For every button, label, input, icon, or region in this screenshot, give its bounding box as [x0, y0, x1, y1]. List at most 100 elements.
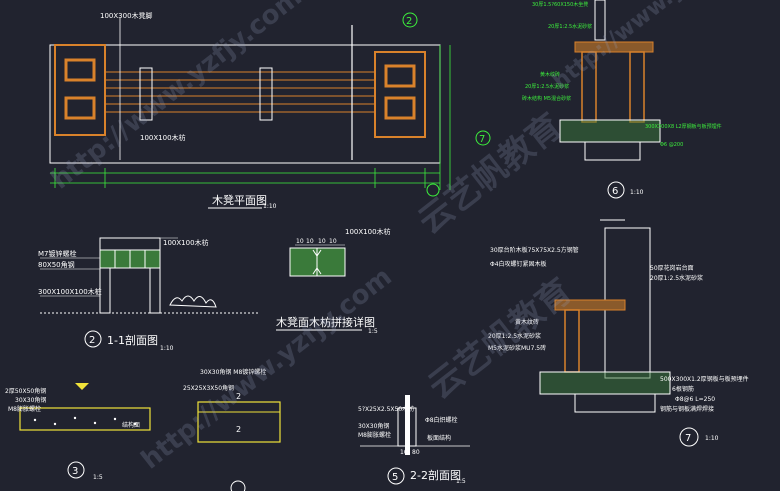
detail-mid-note-1: 30X30角钢 M8镀锌螺栓: [200, 368, 266, 376]
section-1-1-note-3: 300X100X100木桩: [38, 287, 102, 296]
plan-marker-7: 7: [479, 134, 485, 145]
section-2-2-title: 2-2剖面图: [410, 468, 461, 482]
plan-marker-2: 2: [406, 16, 412, 27]
plan-dimensions: [50, 45, 451, 190]
watermark-1: 云艺帆教育: [411, 106, 570, 242]
shrub-symbol: [169, 295, 217, 308]
detail-6-note-mid-2: 20厚1:2.5水泥砂浆: [525, 83, 569, 90]
section-1-1: 100X100木枋 M7镀锌螺栓 80X50角钢 300X100X100木桩 2…: [38, 237, 260, 352]
detail-7-left-wall: [564, 309, 580, 373]
section-2-2-note-3: M8膨胀螺栓: [358, 431, 391, 439]
detail-6-note-right-2: Φ6 @200: [660, 142, 683, 148]
plan-right-leg-top-block: [384, 64, 416, 88]
section-1-1-title: 1-1剖面图: [107, 333, 158, 347]
detail-mid-num-2: 2: [236, 425, 241, 434]
joint-dim-4: 10: [329, 238, 337, 245]
plan-dimension-circle: [426, 183, 440, 197]
detail-3-scale: 1:5: [93, 474, 103, 481]
detail-7-scale: 1:10: [705, 435, 719, 442]
detail-7: 30厚台阶木板75X75X2.5方钢管 Φ4白攻螺钉紧固木板 50厚花岗岩台面 …: [488, 219, 749, 447]
watermark-4: http://www.yzfjy.com: [136, 262, 398, 476]
plan-label-top: 100X300木凳脚: [100, 11, 153, 20]
joint-detail-scale: 1:5: [368, 328, 378, 335]
plan-marker-7-circle: [475, 130, 491, 146]
detail-mid-note-2: 25X25X3X50角钢: [183, 384, 234, 392]
section-2-2-note-1: 5?X25X2.5X50木枋: [358, 405, 414, 413]
section-2-2-note-2: 30X30角钢: [358, 422, 389, 430]
detail-6-backrest: [594, 0, 606, 41]
detail-7-note-mid-2: 20厚1:2.5水泥砂浆: [488, 332, 541, 340]
joint-detail: 10 10 10 10 100X100木枋 木凳面木枋拼接详图 1:5: [276, 227, 391, 335]
section-1-1-right-post: [149, 267, 161, 314]
plan-marker-2-circle: [402, 12, 418, 28]
section-2-2: 5?X25X2.5X50木枋 30X30角钢 M8膨胀螺栓 Φ8白炽螺栓 板面结…: [358, 395, 470, 485]
joint-detail-title: 木凳面木枋拼接详图: [276, 315, 375, 329]
detail-6-note-mid-1: 黄木纹砖: [540, 71, 560, 78]
detail-6-number: 6: [612, 186, 618, 197]
detail-6-note-top-1: 30厚1.5?60X150木坐凳: [532, 1, 588, 8]
detail-6: 30厚1.5?60X150木坐凳 20厚1:2.5水泥砂浆 黄木纹砖 20厚1:…: [522, 0, 722, 199]
detail-3-note-3: M8膨胀螺栓: [8, 405, 41, 413]
detail-mid-num-1: 2: [236, 392, 241, 401]
joint-detail-note: 100X100木枋: [345, 227, 391, 236]
detail-7-seat: [554, 299, 626, 311]
joint-dim-2: 10: [306, 238, 314, 245]
section-2-2-right-note-1: Φ8白炽螺栓: [425, 416, 458, 424]
plan-right-leg: [374, 51, 426, 138]
detail-7-note-right-1: 50厚花岗岩台面: [650, 264, 694, 272]
detail-7-base: [574, 393, 656, 413]
plan-left-leg: [54, 44, 106, 136]
detail-7-note-bottom-2: 6根钢筋: [672, 385, 694, 393]
section-2-2-scale: 1:5: [456, 478, 466, 485]
section-2-2-dim-2: 80: [412, 449, 420, 456]
detail-6-note-mid-3: 砖木结构 M5混合砂浆: [522, 95, 571, 102]
detail-7-footing: [539, 371, 671, 395]
detail-3: 2厚50X50角钢 30X30角钢 M8膨胀螺栓 结构面 3 1:5: [5, 383, 151, 481]
detail-6-seat: [574, 41, 654, 53]
detail-3-note-2: 30X30角钢: [15, 396, 46, 404]
section-1-1-number: 2: [89, 335, 95, 346]
section-1-1-note-top: 100X100木枋: [163, 238, 209, 247]
detail-7-note-top-2: Φ4白攻螺钉紧固木板: [490, 260, 547, 268]
plan-right-leg-bottom-block: [384, 96, 416, 120]
detail-7-note-bottom-4: 钢筋与钢板满焊焊接: [660, 405, 714, 413]
section-1-1-scale: 1:10: [160, 345, 174, 352]
detail-mid-board: [197, 401, 281, 443]
plan-left-leg-top-block: [64, 58, 96, 82]
section-2-2-dim-1: 10: [400, 449, 408, 456]
detail-7-note-mid-3: M5水泥砂浆MU7.5砖: [488, 344, 546, 352]
section-1-1-note-1: M7镀锌螺栓: [38, 249, 77, 258]
detail-6-note-right-1: 300X300X8 L2厚钢板与板预埋件: [645, 123, 722, 130]
joint-dim-1: 10: [296, 238, 304, 245]
detail-7-note-right-2: 20厚1:2.5水泥砂浆: [650, 274, 703, 282]
plan-center-post-2: [259, 67, 273, 121]
detail-7-note-bottom-1: 500X300X1.2厚钢板与板预埋件: [660, 375, 749, 383]
detail-mid: 30X30角钢 M8镀锌螺栓 25X25X3X50角钢 2 2: [183, 368, 281, 491]
detail-7-note-mid-1: 黄木纹砖: [515, 318, 539, 326]
detail-3-number: 3: [72, 466, 78, 477]
plan-scale: 1:10: [263, 203, 277, 210]
joint-dim-3: 10: [318, 238, 326, 245]
detail-3-side-note: 结构面: [122, 421, 140, 429]
detail-6-right-wall: [629, 51, 645, 123]
detail-6-base: [584, 141, 641, 161]
plan-center-post: [139, 67, 153, 121]
bench-plan-view: 2 7 100X300木凳脚 100X100木枋 木凳平面图 1:10: [49, 11, 491, 210]
detail-7-number: 7: [685, 433, 691, 444]
section-2-2-plate: [405, 395, 410, 455]
detail-6-scale: 1:10: [630, 189, 644, 196]
detail-7-note-bottom-3: Φ8@6 L=250: [675, 396, 715, 403]
plan-slats: [105, 71, 375, 113]
plan-left-leg-bottom-block: [64, 96, 96, 120]
detail-3-note-1: 2厚50X50角钢: [5, 387, 46, 395]
plan-title: 木凳平面图: [212, 193, 267, 207]
section-2-2-number: 5: [392, 472, 398, 483]
section-1-1-note-2: 80X50角钢: [38, 260, 75, 269]
section-2-2-right-note-2: 板面结构: [427, 434, 451, 442]
plan-label-mid: 100X100木枋: [140, 133, 186, 142]
detail-3-marker: [75, 383, 89, 390]
detail-7-note-top-1: 30厚台阶木板75X75X2.5方钢管: [490, 246, 579, 254]
detail-3-slab: [19, 407, 151, 431]
